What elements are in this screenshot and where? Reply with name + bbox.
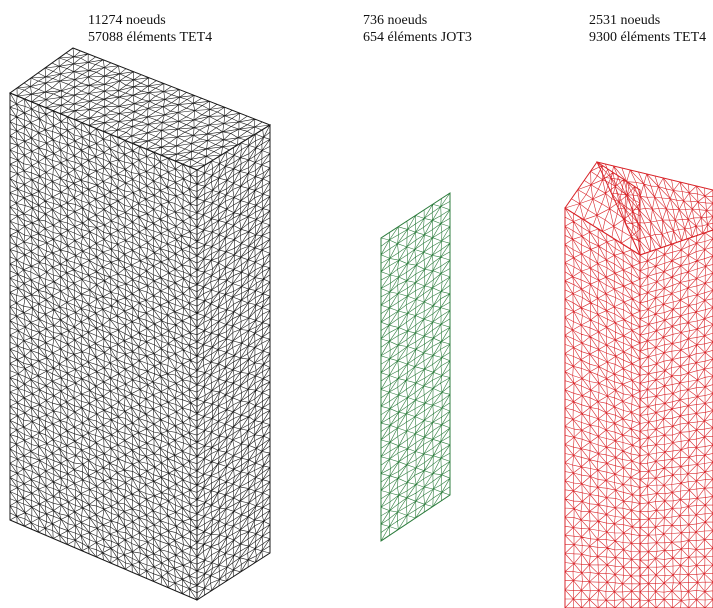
box-nodes-count: 11274 noeuds <box>88 13 166 28</box>
mesh-face <box>564 161 641 256</box>
mesh-face-outline <box>639 229 713 608</box>
caption-corner-mesh: 2531 noeuds 9300 éléments TET4 <box>589 12 706 46</box>
mesh-face <box>564 207 641 608</box>
mesh-face-outline <box>196 124 271 601</box>
caption-box-mesh: 11274 noeuds 57088 éléments TET4 <box>88 12 212 46</box>
joint-nodes-count: 736 noeuds <box>363 13 428 28</box>
corner-tet4-mesh <box>564 161 713 608</box>
mesh-face <box>196 124 271 601</box>
joint-jot3-mesh <box>380 192 451 542</box>
corner-nodes-count: 2531 noeuds <box>589 13 661 28</box>
box-tet4-mesh <box>8 47 272 601</box>
corner-elements-count: 9300 éléments TET4 <box>589 30 707 45</box>
box-elements-count: 57088 éléments TET4 <box>88 30 213 45</box>
mesh-face <box>9 92 198 601</box>
joint-elements-count: 654 éléments JOT3 <box>363 30 472 45</box>
caption-joint-mesh: 736 noeuds 654 éléments JOT3 <box>363 12 472 46</box>
mesh-face-outline <box>380 192 451 542</box>
mesh-face <box>639 229 713 608</box>
mesh-face-outline <box>596 161 713 256</box>
mesh-face-outline <box>564 161 641 256</box>
mesh-face <box>380 192 451 542</box>
